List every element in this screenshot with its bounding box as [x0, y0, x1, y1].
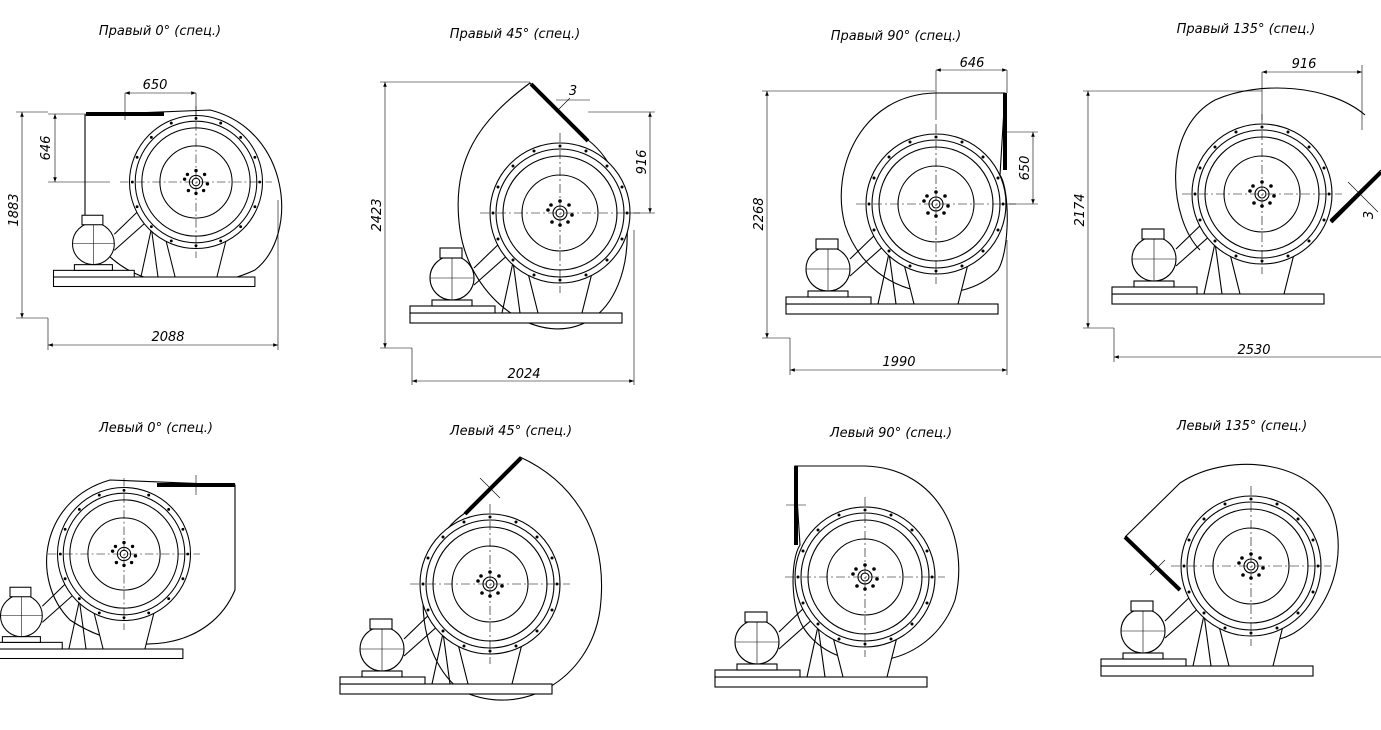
dimension-label: 916 [1292, 57, 1317, 72]
view-title: Правый 0° (спец.) [99, 24, 221, 39]
dimension-label: 646 [960, 56, 985, 71]
view-title: Правый 135° (спец.) [1177, 22, 1316, 37]
view-left-135 [1100, 463, 1339, 677]
view-title: Правый 45° (спец.) [450, 27, 580, 42]
view-right-0 [16, 91, 283, 350]
view-right-90 [762, 68, 1038, 375]
dimension-label: 2423 [370, 198, 385, 231]
dimension-label: 1883 [7, 193, 22, 226]
dimension-label: 1990 [882, 355, 915, 370]
dimension-label: 650 [1018, 156, 1033, 181]
view-title: Левый 0° (спец.) [98, 421, 213, 436]
view-left-45 [339, 456, 602, 701]
view-title: Левый 135° (спец.) [1176, 419, 1308, 434]
dimension-label: 2530 [1237, 343, 1270, 358]
view-right-45 [380, 81, 655, 385]
dimension-label: 3 [1362, 211, 1377, 219]
dimension-label: 2024 [507, 367, 540, 382]
dimension-label: 2088 [151, 330, 184, 345]
view-left-0 [0, 475, 236, 660]
view-left-90 [714, 465, 960, 688]
dimension-label: 3 [569, 84, 577, 99]
dimension-label: 650 [143, 78, 168, 93]
view-right-135 [1083, 65, 1381, 362]
dimension-label: 2268 [752, 197, 767, 230]
dimension-label: 916 [635, 150, 650, 175]
dimension-label: 2174 [1073, 193, 1088, 226]
dimension-label: 646 [39, 136, 54, 161]
view-title: Левый 45° (спец.) [449, 424, 572, 439]
view-title: Правый 90° (спец.) [831, 29, 961, 44]
view-title: Левый 90° (спец.) [829, 426, 952, 441]
